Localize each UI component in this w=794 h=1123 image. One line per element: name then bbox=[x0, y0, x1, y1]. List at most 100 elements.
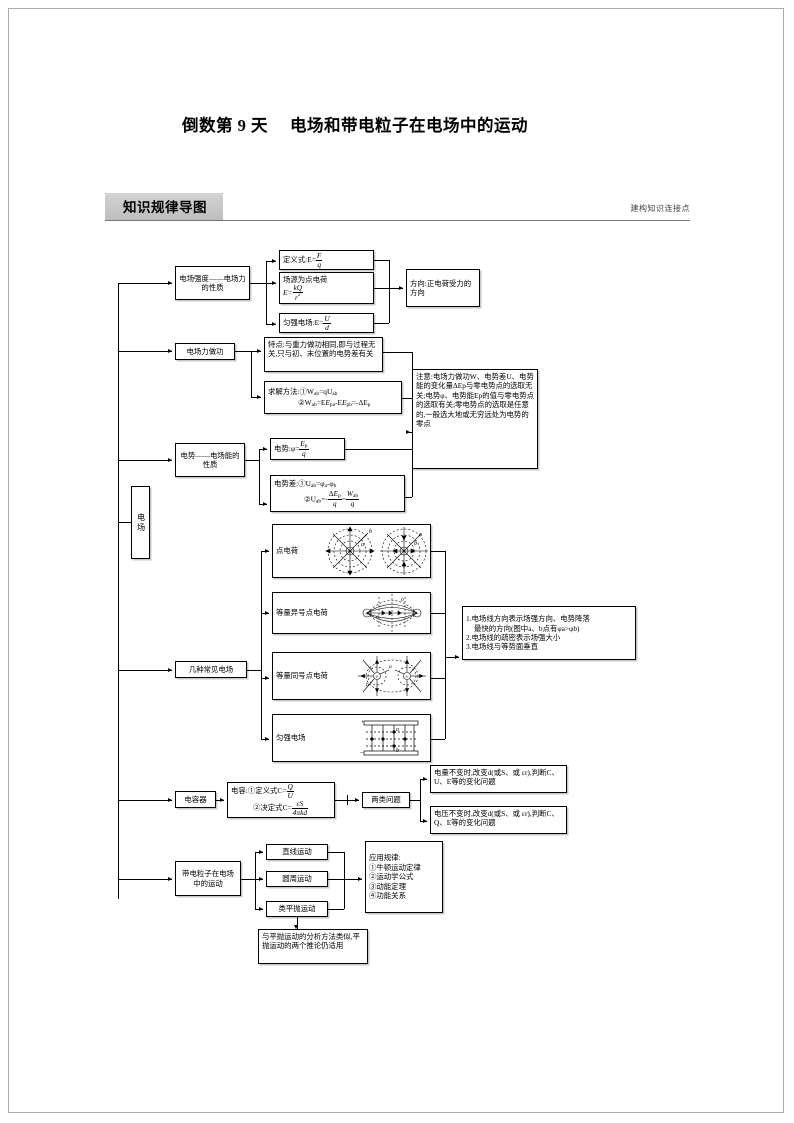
rule-1a: 1.电场线方向表示场强方向、电势降落 bbox=[466, 614, 590, 624]
node-field-direction: 方向:正电荷受力的方向 bbox=[406, 269, 480, 307]
node-common-fields: 几种常见电场 bbox=[175, 661, 247, 678]
point-source-num: kQ bbox=[293, 282, 303, 292]
title-main: 电场和带电粒子在电场中的运动 bbox=[290, 116, 528, 135]
uniform-field-label: 匀强电场 bbox=[276, 733, 306, 743]
note-feed-4 bbox=[405, 497, 412, 498]
pd-line1: 电势差:①Uab=φa-φb bbox=[274, 478, 337, 489]
branch-arrow-3 bbox=[168, 457, 172, 462]
cf-arrow-rules bbox=[455, 654, 459, 659]
node-root-electric-field: 电场 bbox=[131, 486, 150, 559]
svg-text:−: − bbox=[360, 749, 364, 757]
tp-fan-v bbox=[420, 779, 421, 821]
svg-text:b: b bbox=[396, 748, 399, 754]
node-field-strength: 电场强度——电场力的性质 bbox=[175, 266, 250, 300]
opposite-charges-diagram: + − a b bbox=[362, 594, 422, 632]
motion-out-line bbox=[241, 879, 255, 880]
section-tab bbox=[105, 193, 223, 220]
cf-arrow-1 bbox=[265, 548, 269, 553]
section-header: 知识规律导图 建构知识连接点 bbox=[105, 193, 690, 223]
svg-text:+: + bbox=[361, 720, 365, 726]
svg-text:b: b bbox=[414, 541, 417, 547]
proj-note-v bbox=[297, 917, 298, 929]
motion-merge-v bbox=[344, 852, 345, 909]
uniform-label: 匀强电场:E= bbox=[283, 318, 324, 328]
motion-to-rules bbox=[344, 879, 362, 880]
cap-to-problems-b bbox=[347, 800, 359, 801]
rule-3: 3.电场线与等势面垂直 bbox=[466, 642, 539, 652]
pot-arrow-diff bbox=[263, 501, 267, 506]
page-title: 倒数第 9 天电场和带电粒子在电场中的运动 bbox=[182, 112, 528, 136]
point-source-line1: 场源为点电荷 bbox=[283, 274, 328, 284]
pot-arrow-phi bbox=[263, 446, 267, 451]
fs-merge-v bbox=[389, 260, 390, 323]
fs-arrow-uniform bbox=[272, 321, 276, 326]
work-fan-line bbox=[251, 351, 252, 397]
cf-merge-2 bbox=[431, 613, 445, 614]
node-problem-voltage-constant: 电压不变时,改变d(或S、或 εr),判断C、Q、E等的变化问题 bbox=[430, 806, 567, 834]
cf-arrow-3 bbox=[265, 675, 269, 680]
motion-fan-v bbox=[255, 852, 256, 909]
section-tab-label: 知识规律导图 bbox=[123, 200, 207, 215]
branch-arrow-1 bbox=[168, 280, 172, 285]
tp-out-line bbox=[410, 800, 420, 801]
svg-text:a: a bbox=[396, 727, 399, 733]
note-feed-2 bbox=[402, 398, 412, 399]
node-like-charges-field: 等量同号点电荷 bbox=[272, 652, 431, 700]
proj-note-arrow bbox=[294, 925, 299, 929]
branch-line-3 bbox=[118, 460, 172, 461]
svg-text:b: b bbox=[366, 682, 369, 688]
note-feed-3 bbox=[345, 449, 412, 450]
cap-arrow-problems bbox=[355, 797, 359, 802]
point-charge-label: 点电荷 bbox=[276, 546, 299, 556]
cf-merge-1 bbox=[431, 551, 445, 552]
work-line-feature bbox=[251, 351, 261, 352]
branch-arrow-5 bbox=[168, 797, 172, 802]
fs-line-def bbox=[266, 261, 276, 262]
fs-fan-line bbox=[266, 261, 267, 324]
branch-arrow-2 bbox=[168, 348, 172, 353]
cap-to-problems-a bbox=[335, 800, 347, 801]
work-out-line bbox=[235, 351, 251, 352]
fs-out-line bbox=[250, 283, 266, 284]
node-problem-charge-constant: 电量不变时,改变d(或S、或 εr),判断C、U、E等的变化问题 bbox=[430, 765, 567, 793]
node-note: 注意:电场力做功W、电势差U、电势能的变化量ΔEp与零电势点的选取无关;电势φ、… bbox=[412, 369, 538, 469]
fs-merge-2 bbox=[374, 288, 389, 289]
svg-text:+: + bbox=[348, 548, 352, 556]
node-applied-rules: 应用规律: ①牛顿运动定律 ②运动学公式 ③动能定理 ④功能关系 bbox=[365, 841, 443, 913]
branch-line-6 bbox=[118, 879, 172, 880]
svg-text:a: a bbox=[376, 614, 379, 620]
branch-line-4 bbox=[118, 670, 172, 671]
work-arrow-feature bbox=[257, 348, 261, 353]
motion-merge-1 bbox=[328, 852, 344, 853]
phi-den: q bbox=[302, 449, 306, 459]
fs-line-uniform bbox=[266, 324, 276, 325]
point-source-den-sup: 2 bbox=[297, 291, 301, 298]
svg-text:a: a bbox=[419, 532, 422, 538]
node-motion-projectile-like: 类平抛运动 bbox=[266, 901, 328, 917]
node-projectile-note: 与平抛运动的分析方法类似,平抛运动的两个推论仍适用 bbox=[258, 929, 368, 964]
branch-arrow-4 bbox=[168, 667, 172, 672]
rule-item-4: ④功能关系 bbox=[369, 891, 406, 901]
point-source-den: r bbox=[295, 292, 298, 302]
svg-text:+: + bbox=[375, 675, 379, 681]
fs-arrow-direction bbox=[399, 285, 403, 290]
rule-1b: 最快的方向(图中a、b点有φa>φb) bbox=[474, 623, 580, 633]
fs-merge-1 bbox=[374, 260, 389, 261]
opposite-charges-label: 等量异号点电荷 bbox=[276, 608, 328, 618]
node-field-line-rules: 1.电场线方向表示场强方向、电势降落 最快的方向(图中a、b点有φa>φb) 2… bbox=[462, 606, 636, 660]
node-charged-particle-motion: 带电粒子在电场中的运动 bbox=[175, 861, 241, 896]
branch-arrow-6 bbox=[168, 876, 172, 881]
cf-fan-line bbox=[261, 551, 262, 739]
work-method-line1: 求解方法:①Wab=qUab bbox=[268, 386, 338, 397]
svg-text:b: b bbox=[369, 529, 372, 535]
like-charges-diagram: + + b a bbox=[358, 656, 426, 696]
work-arrow-method bbox=[257, 394, 261, 399]
svg-text:−: − bbox=[415, 610, 419, 618]
